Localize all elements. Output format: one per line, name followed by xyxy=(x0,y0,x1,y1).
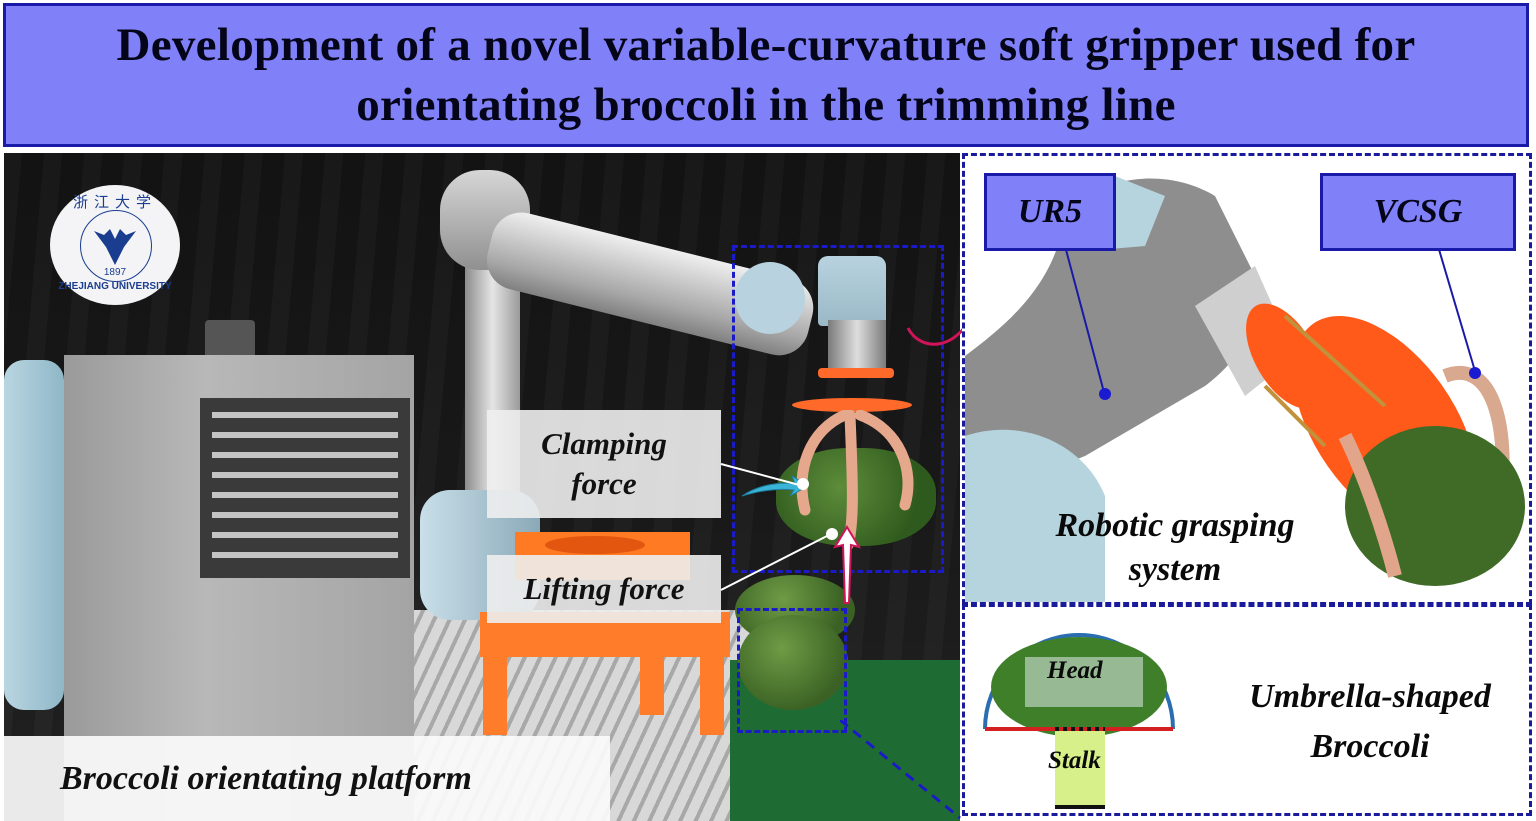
lifting-point-marker xyxy=(826,528,838,540)
ur5-gripper-closeup xyxy=(965,176,1525,602)
eagle-emblem-icon xyxy=(94,229,136,265)
vent-slat xyxy=(212,532,398,538)
vcsg-label: VCSG xyxy=(1320,173,1516,251)
vent-slat xyxy=(212,452,398,458)
title-line-1: Development of a novel variable-curvatur… xyxy=(116,19,1416,71)
vent-slat xyxy=(212,432,398,438)
clamping-point-marker xyxy=(797,478,809,490)
lifting-force-arrow-icon xyxy=(833,525,861,604)
clamping-force-callout: Clamping force xyxy=(487,410,721,518)
lifting-force-callout: Lifting force xyxy=(487,555,721,623)
zhejiang-university-logo: 浙江大学 1897 ZHEJIANG UNIVERSITY xyxy=(50,185,180,305)
vent-slat xyxy=(212,512,398,518)
logo-ring xyxy=(80,210,152,282)
robot-flange xyxy=(828,320,886,370)
caption-line1: Robotic grasping xyxy=(1055,507,1295,544)
ur5-label: UR5 xyxy=(984,173,1116,251)
head-label: Head xyxy=(1047,657,1103,684)
robot-wrist-joint xyxy=(818,256,886,326)
umbrella-caption: Umbrella-shaped Broccoli xyxy=(1220,672,1520,772)
stand-leg xyxy=(640,640,664,715)
stand-leg xyxy=(700,650,724,735)
cabinet-side-panel xyxy=(4,360,64,710)
dashed-connector-line xyxy=(840,720,961,820)
clamping-label-line1: Clamping xyxy=(541,426,667,461)
broccoli-on-belt xyxy=(738,615,848,710)
vent-slat xyxy=(212,552,398,558)
robotic-grasping-panel: UR5 VCSG Robotic grasping system xyxy=(962,153,1532,605)
vent-slat xyxy=(212,412,398,418)
gripper-mount-plate xyxy=(818,368,894,378)
logo-chinese-text: 浙江大学 xyxy=(72,195,157,211)
holder-hole xyxy=(545,536,645,554)
umbrella-caption-line2: Broccoli xyxy=(1310,728,1430,765)
gripper-umbrella-plate xyxy=(792,398,912,412)
logo-university-name: ZHEJIANG UNIVERSITY xyxy=(58,281,172,292)
cabinet-vent-grille xyxy=(200,398,410,578)
robotic-grasping-caption: Robotic grasping system xyxy=(1005,504,1345,592)
title-line-2: orientating broccoli in the trimming lin… xyxy=(356,79,1176,131)
platform-caption: Broccoli orientating platform xyxy=(4,736,610,821)
stand-leg xyxy=(483,650,507,735)
stalk-label: Stalk xyxy=(1048,747,1101,774)
gripper-highlight-box xyxy=(732,245,944,573)
logo-year: 1897 xyxy=(103,267,127,278)
lifting-label: Lifting force xyxy=(523,571,685,606)
title-banner: Development of a novel variable-curvatur… xyxy=(3,3,1529,147)
vent-slat xyxy=(212,492,398,498)
umbrella-caption-line1: Umbrella-shaped xyxy=(1249,678,1491,715)
umbrella-broccoli-panel: Head Stalk Umbrella-shaped Broccoli xyxy=(962,604,1532,816)
vent-slat xyxy=(212,472,398,478)
broccoli-diagram xyxy=(983,633,1175,809)
caption-line2: system xyxy=(1128,551,1222,588)
broccoli-highlight-box xyxy=(737,608,847,733)
robot-elbow-joint xyxy=(735,262,805,334)
clamping-label-line2: force xyxy=(571,466,637,501)
